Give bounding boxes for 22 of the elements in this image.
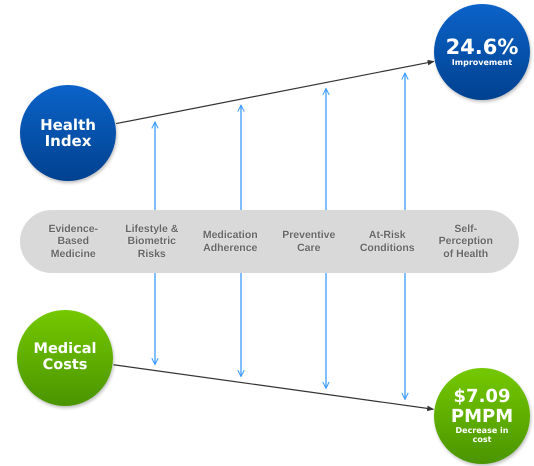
caption-label: Improvement <box>452 59 512 68</box>
arrow <box>237 104 245 210</box>
value-label: 24.6% <box>446 36 518 60</box>
category-label: Evidence-Based Medicine <box>47 222 100 260</box>
category-label: Preventive Care <box>281 228 336 254</box>
arrow <box>151 121 159 210</box>
category-label: At-Risk Conditions <box>358 228 416 254</box>
node-label: Medical Costs <box>32 342 98 374</box>
value-label: $7.09 PMPM <box>450 387 514 427</box>
category-label: Lifestyle & Biometric Risks <box>124 222 180 260</box>
connector-arrow <box>113 364 434 412</box>
arrow <box>322 273 330 389</box>
arrow <box>322 88 330 210</box>
category-label: Medication Adherence <box>202 228 259 254</box>
connector-arrow <box>116 60 435 124</box>
arrow <box>151 273 159 366</box>
caption-label: Decrease in cost <box>454 427 510 445</box>
arrow <box>401 273 409 400</box>
node-label: Health Index <box>39 116 97 150</box>
category-label: Self-Perception of Health <box>438 222 494 260</box>
arrow <box>237 273 245 377</box>
arrow <box>401 72 409 210</box>
